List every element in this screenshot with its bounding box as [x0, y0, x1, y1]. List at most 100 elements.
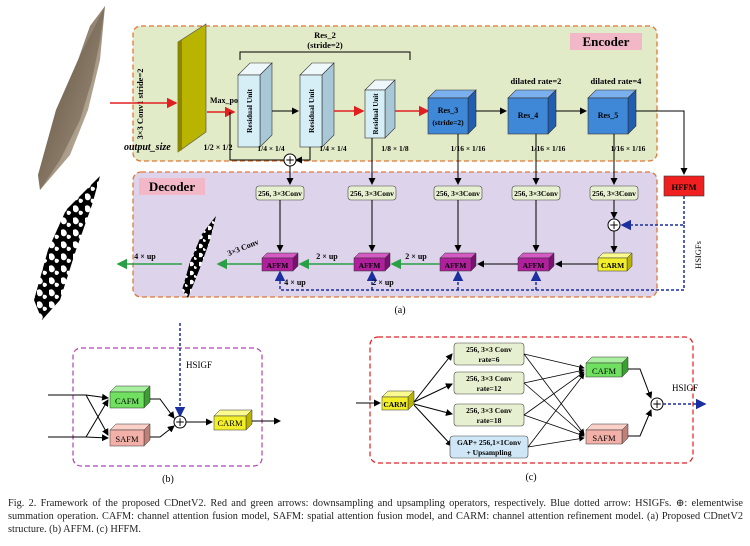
panel-b-caption: (b)	[162, 474, 174, 485]
ground-truth-mask	[34, 176, 100, 320]
res2-label: Res_2	[314, 30, 336, 40]
sixteenth-label-2: 1/16 × 1/16	[531, 144, 566, 153]
panel-c-sum-symbol: +	[652, 397, 662, 411]
carm-block-decoder: CARM	[597, 252, 633, 272]
panel-c-hsigf-label: HSIGF	[672, 383, 698, 393]
figure-caption: Fig. 2. Framework of the proposed CDnetV…	[8, 498, 743, 535]
quarter-label-2: 1/4 × 1/4	[319, 144, 346, 153]
panel-b-cafm-sum	[150, 398, 175, 419]
svg-text:256, 3×3Conv: 256, 3×3Conv	[514, 189, 558, 198]
panel-b-hsigf-label: HSIGF	[186, 360, 212, 370]
output-mask	[182, 216, 216, 298]
affm-block-1: AFFM	[261, 252, 299, 272]
decoder-title-bg	[139, 178, 205, 195]
hsigf-arrow-sum	[620, 196, 685, 231]
panel-c-carm-block: CARM	[381, 390, 415, 411]
panel-c-branch-2	[413, 383, 453, 403]
svg-text:rate=12: rate=12	[477, 384, 502, 393]
svg-text:CAFM: CAFM	[115, 396, 140, 406]
panel-b-safm-block: SAFM	[109, 423, 151, 447]
quarter-label-1: 1/4 × 1/4	[257, 144, 284, 153]
panel-a-caption: (a)	[394, 305, 405, 316]
residual-unit-2	[299, 62, 335, 148]
eighth-label: 1/8 × 1/8	[381, 144, 408, 153]
encoder-title: Encoder	[583, 34, 630, 49]
arrow-res5-hffm	[636, 110, 688, 175]
up2-label-1: 2 × up	[405, 252, 427, 261]
panel-c-caption: (c)	[525, 472, 536, 483]
panel-b-cafm-block: CAFM	[109, 385, 151, 409]
svg-text:rate=6: rate=6	[479, 355, 500, 364]
svg-text:AFFM: AFFM	[523, 261, 545, 270]
panel-b-cross-2	[85, 394, 109, 436]
res4-cube	[507, 89, 557, 135]
panel-c-safm-block: SAFM	[585, 423, 629, 445]
svg-text:256, 3×3Conv: 256, 3×3Conv	[592, 189, 636, 198]
sum-symbol-res2: +	[285, 153, 295, 167]
svg-text:SAFM: SAFM	[115, 434, 139, 444]
svg-text:CARM: CARM	[383, 400, 406, 409]
svg-text:+ Upsampling: + Upsampling	[467, 448, 512, 457]
panel-c-branch-3	[413, 403, 453, 416]
ru2-to-sum	[295, 147, 311, 164]
panel-c-cafm-sum	[628, 368, 653, 399]
res4-label: Res_4	[518, 111, 538, 120]
up2-label-2: 2 × up	[316, 252, 338, 261]
up2-label-3: 2 × up	[372, 278, 394, 287]
svg-text:rate=18: rate=18	[477, 416, 502, 425]
res2-stride: (stride=2)	[307, 40, 343, 50]
affm-block-2: AFFM	[353, 252, 391, 272]
svg-text:256, 3×3Conv: 256, 3×3Conv	[436, 189, 480, 198]
res5-label: Res_5	[598, 111, 618, 120]
svg-text:256, 3×3Conv: 256, 3×3Conv	[258, 189, 302, 198]
up4-label-1: 4 × up	[284, 278, 306, 287]
dilated4-label: dilated rate=4	[591, 76, 643, 86]
svg-text:SAFM: SAFM	[592, 433, 616, 443]
res3-cube	[427, 89, 477, 135]
svg-text:GAP+ 256,1×1Conv: GAP+ 256,1×1Conv	[457, 438, 521, 447]
svg-text:CARM: CARM	[217, 418, 242, 428]
decoder-title: Decoder	[149, 179, 195, 194]
residual-unit-3	[364, 79, 396, 139]
residual-unit-1	[237, 62, 273, 148]
panel-b-carm-block: CARM	[213, 409, 253, 431]
res3-label: Res_3	[438, 106, 458, 115]
conv1-feature-slab	[177, 23, 207, 153]
svg-text:256, 3×3Conv: 256, 3×3Conv	[350, 189, 394, 198]
panel-c-safm-sum	[628, 409, 652, 437]
max-pool-label: Max_pool	[210, 96, 245, 105]
panel-b-cross-3	[85, 399, 109, 438]
panel-c-rate6-box: 256, 3×3 Conv rate=6	[453, 342, 525, 366]
panel-b-region	[72, 347, 263, 467]
residual-unit-3-label: Residual Unit	[372, 93, 380, 135]
conv-box-2: 256, 3×3Conv	[347, 185, 397, 201]
hsigfs-label: HSIGFs	[693, 241, 703, 269]
conv-box-5: 256, 3×3Conv	[589, 185, 639, 201]
up4-label-2: 4 × up	[134, 252, 156, 261]
residual-unit-1-label: Residual Unit	[245, 89, 254, 133]
res5-cube	[587, 89, 637, 135]
hffm-label: HFFM	[671, 182, 696, 192]
res3-stride: (stride=2)	[432, 118, 464, 127]
half-size-label: 1/2 × 1/2	[203, 143, 232, 152]
skip-connection	[229, 112, 284, 161]
sixteenth-label-3: 1/16 × 1/16	[611, 144, 646, 153]
panel-c-gap-box: GAP+ 256,1×1Conv + Upsampling	[449, 435, 529, 459]
input-image	[38, 6, 105, 190]
output-size-label: output_size	[124, 142, 171, 153]
affm-block-3: AFFM	[439, 252, 477, 272]
panel-b-cross-4	[85, 434, 109, 442]
hsigf-arrow-affm1	[274, 225, 685, 291]
svg-text:256, 3×3 Conv: 256, 3×3 Conv	[466, 406, 512, 415]
panel-c-rate18-box: 256, 3×3 Conv rate=18	[453, 403, 525, 427]
encoder-title-bg	[570, 33, 642, 50]
panel-b-safm-sum	[150, 425, 175, 438]
panel-c-rate12-box: 256, 3×3 Conv rate=12	[453, 371, 525, 395]
panel-c-fan-lines	[523, 353, 585, 448]
svg-text:CAFM: CAFM	[592, 366, 617, 376]
svg-text:256, 3×3 Conv: 256, 3×3 Conv	[466, 374, 512, 383]
dilated2-label: dilated rate=2	[511, 76, 562, 86]
conv-box-1: 256, 3×3Conv	[255, 185, 305, 201]
